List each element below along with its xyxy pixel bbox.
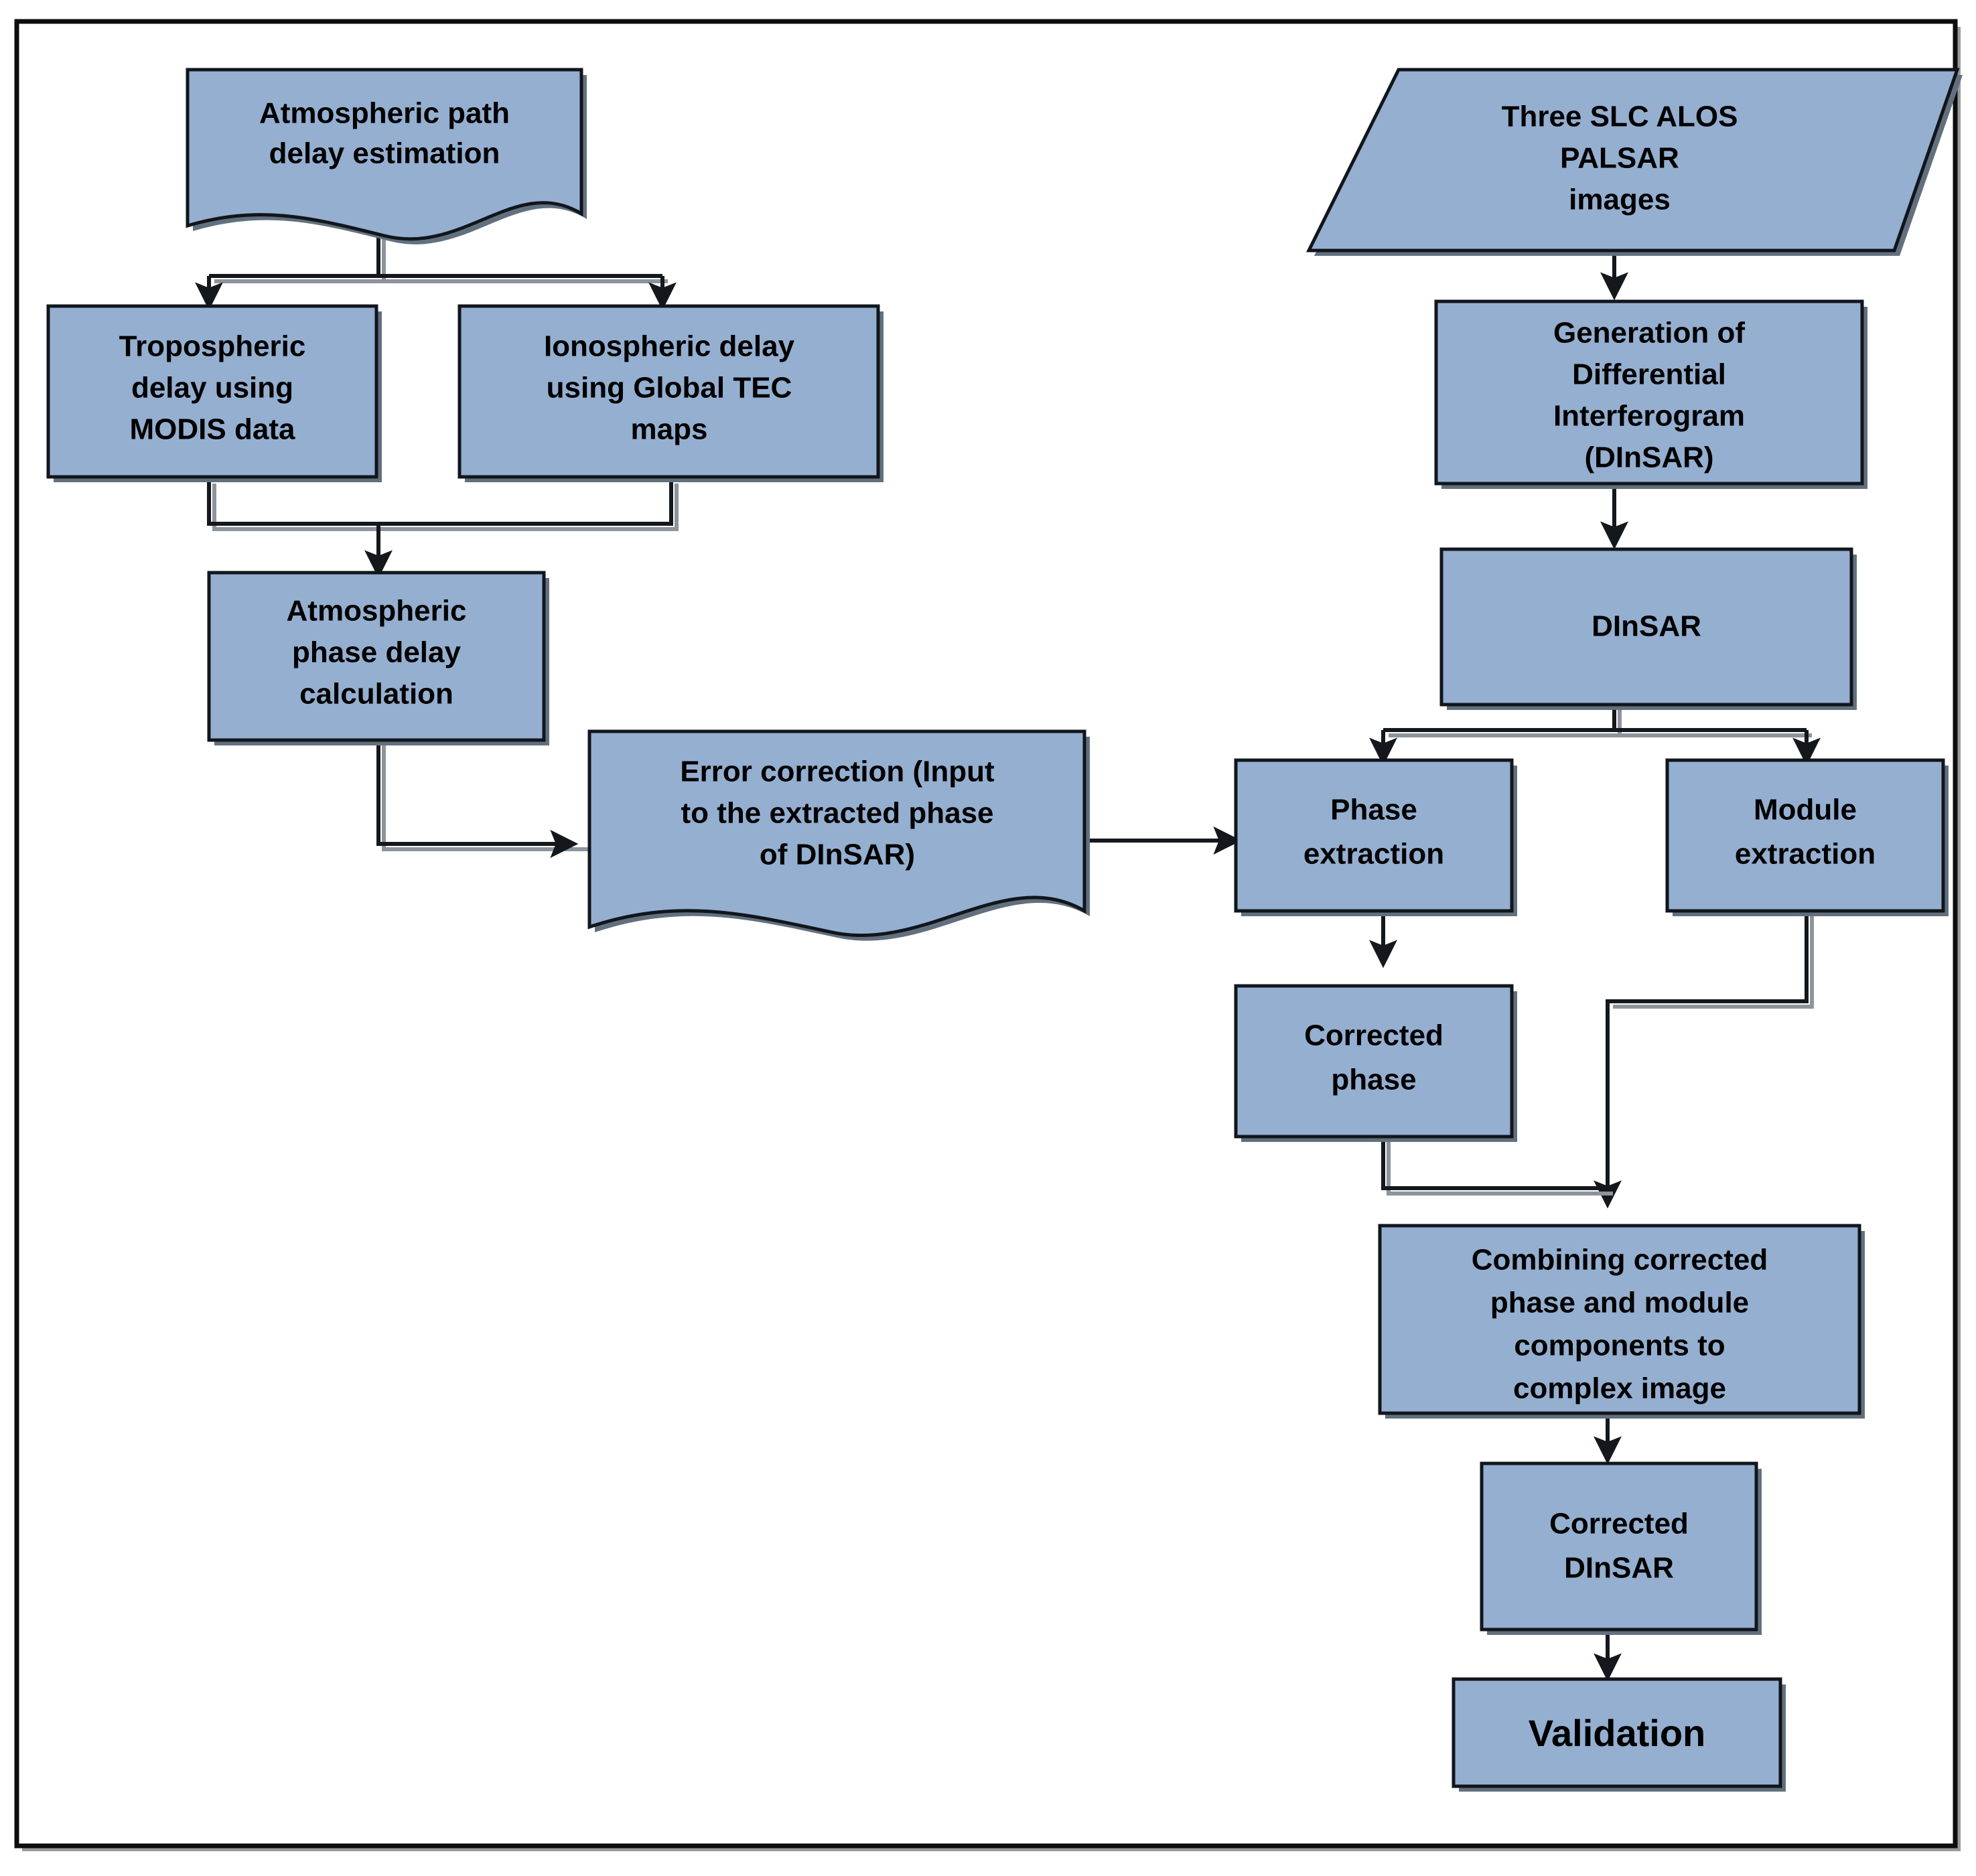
node-label-line: delay estimation [269,137,500,170]
edge-phasedelay-to-errorcorrection [376,735,589,858]
node-label-line: Phase [1330,794,1417,826]
node-label-line: to the extracted phase [681,797,993,830]
node-label-line: extraction [1735,838,1876,871]
node-label-line: delay using [131,372,293,405]
node-label-line: (DInSAR) [1584,441,1713,474]
edge-dinsar-split [1369,705,1821,766]
node-label-line: Combining corrected [1472,1244,1768,1277]
edge-delays-merge [207,479,679,579]
node-validation[interactable]: Validation [1452,1677,1786,1792]
node-label-line: Three SLC ALOS [1502,100,1738,133]
node-label-line: phase delay [292,636,461,669]
node-label-line: phase and module [1490,1287,1749,1319]
node-label-line: Atmospheric [287,595,467,628]
connector-layer [195,224,1821,1682]
node-label-line: PALSAR [1560,142,1679,175]
node-label-line: phase [1331,1064,1416,1096]
node-generation-of-differential-interferogram[interactable]: Generation of Differential Interferogram… [1434,299,1867,489]
node-phase-extraction[interactable]: Phase extraction [1234,758,1517,916]
node-tropospheric-delay[interactable]: Tropospheric delay using MODIS data [46,304,382,482]
node-label-line: Validation [1529,1712,1706,1754]
node-label-line: Corrected [1549,1508,1689,1540]
node-module-extraction[interactable]: Module extraction [1665,758,1949,916]
node-three-slc-alos-palsar-images[interactable]: Three SLC ALOS PALSAR images [1305,68,1963,256]
node-label-line: Ionospheric delay [544,330,795,363]
node-label-line: of DInSAR) [760,839,915,871]
node-dinsar[interactable]: DInSAR [1439,547,1857,710]
node-error-correction[interactable]: Error correction (Input to the extracted… [587,729,1090,941]
edge-correctedphase-to-combining [1381,1137,1613,1196]
node-atmospheric-phase-delay-calculation[interactable]: Atmospheric phase delay calculation [207,571,549,745]
node-label-line: Interferogram [1553,400,1745,433]
node-corrected-phase[interactable]: Corrected phase [1234,984,1517,1142]
node-label-line: extraction [1303,838,1444,871]
node-combining-corrected-phase-and-module[interactable]: Combining corrected phase and module com… [1378,1224,1865,1419]
node-label-line: components to [1514,1329,1725,1362]
edge-estimation-split [195,224,677,311]
node-label-line: complex image [1513,1372,1726,1405]
node-atmospheric-path-delay-estimation[interactable]: Atmospheric path delay estimation [186,68,587,244]
node-label-line: Tropospheric [119,330,306,363]
node-label-line: DInSAR [1564,1552,1674,1585]
node-label-line: Atmospheric path [259,97,510,130]
node-label-line: using Global TEC [547,372,792,405]
node-label-line: calculation [299,678,453,711]
node-label-line: Module [1754,794,1857,826]
node-ionospheric-delay[interactable]: Ionospheric delay using Global TEC maps [457,304,884,482]
node-label-line: MODIS data [130,413,295,446]
node-label-line: maps [631,413,708,446]
node-label-line: Generation of [1553,317,1745,350]
node-label-line: Error correction (Input [680,755,995,788]
node-label-line: Corrected [1304,1019,1443,1052]
node-label-line: Differential [1572,358,1726,391]
node-corrected-dinsar[interactable]: Corrected DInSAR [1480,1461,1762,1635]
node-label-line: images [1569,184,1671,216]
node-label-line: DInSAR [1592,610,1701,643]
edge-moduleextraction-to-combining [1594,911,1814,1209]
